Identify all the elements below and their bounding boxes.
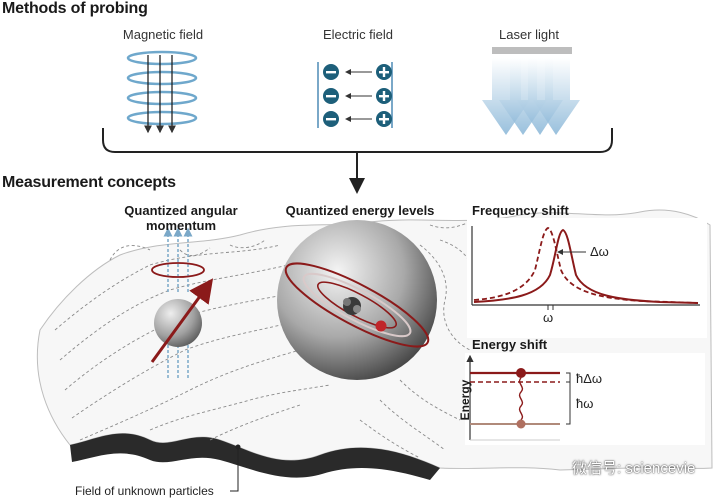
frequency-shift-chart bbox=[467, 218, 707, 338]
methods-title: Methods of probing bbox=[2, 0, 148, 17]
magnetic-field-label: Magnetic field bbox=[122, 27, 204, 42]
angular-momentum-sphere bbox=[150, 227, 214, 378]
energy-levels-label: Quantized energy levels bbox=[285, 203, 435, 218]
concepts-title: Measurement concepts bbox=[2, 174, 176, 191]
frequency-shift-title: Frequency shift bbox=[472, 203, 569, 218]
methods-bracket bbox=[102, 128, 613, 194]
field-label-pointer bbox=[230, 444, 241, 492]
omega-axis-label: ω bbox=[543, 310, 554, 325]
energy-axis-label: Energy bbox=[458, 379, 472, 421]
laser-light-label: Laser light bbox=[499, 27, 559, 42]
electric-field-label: Electric field bbox=[322, 27, 394, 42]
field-label: Field of unknown particles bbox=[75, 484, 214, 498]
electric-field-icon bbox=[317, 62, 393, 128]
energy-shift-chart bbox=[465, 353, 705, 445]
angular-momentum-label: Quantized angular momentum bbox=[124, 203, 238, 233]
magnetic-field-icon bbox=[126, 50, 198, 134]
h-omega-label: ħω bbox=[576, 396, 594, 411]
delta-omega-label: Δω bbox=[590, 244, 609, 259]
h-delta-omega-label: ħΔω bbox=[576, 371, 603, 386]
watermark: 微信号: sciencevie bbox=[572, 460, 696, 477]
energy-levels-sphere bbox=[277, 220, 437, 380]
energy-shift-title: Energy shift bbox=[472, 337, 548, 352]
laser-light-icon bbox=[482, 47, 580, 135]
